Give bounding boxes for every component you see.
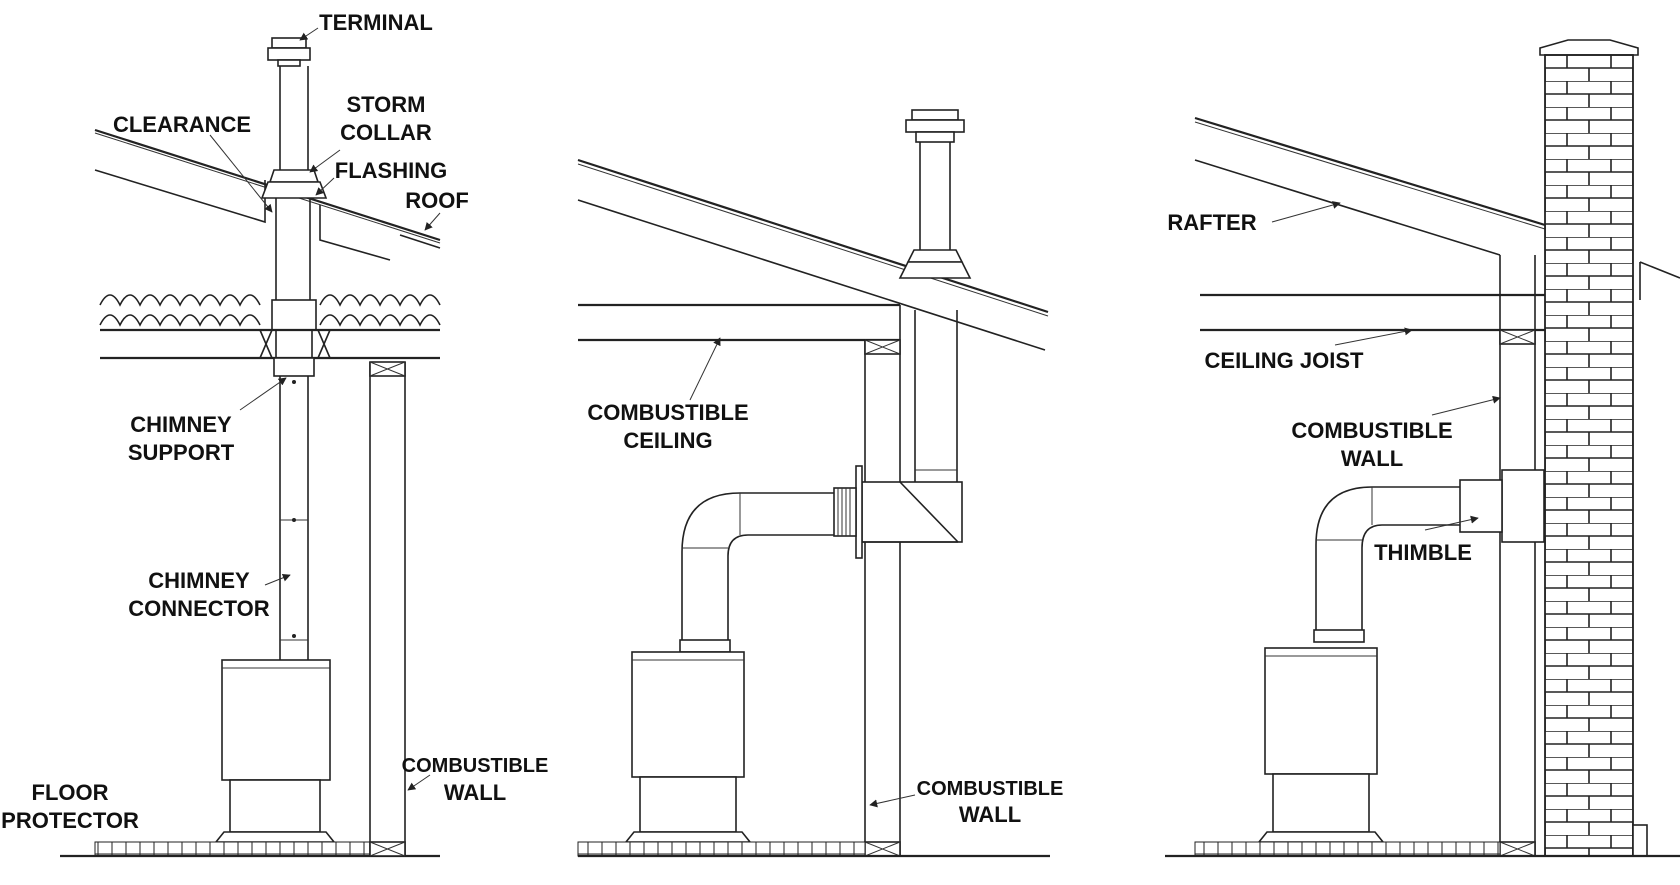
label-terminal: TERMINAL bbox=[319, 10, 433, 35]
stove bbox=[214, 659, 336, 843]
right-leaders bbox=[1271, 201, 1501, 531]
label-chimney-connector-1: CHIMNEY bbox=[148, 568, 250, 593]
label-chimney-support-2: SUPPORT bbox=[128, 440, 235, 465]
ceiling bbox=[100, 328, 440, 360]
label-roof: ROOF bbox=[405, 188, 469, 213]
ceiling-joist bbox=[1200, 293, 1545, 332]
chimney-upper bbox=[898, 109, 972, 482]
label-combustible-wall-1: COMBUSTIBLE bbox=[917, 778, 1064, 800]
combustible-ceiling bbox=[578, 303, 901, 342]
combustible-wall bbox=[369, 361, 406, 857]
floor-protector bbox=[94, 841, 406, 857]
rafter bbox=[1194, 116, 1546, 256]
label-combustible-wall-2: WALL bbox=[1341, 446, 1403, 471]
thimble bbox=[1459, 469, 1545, 543]
label-clearance: CLEARANCE bbox=[113, 112, 251, 137]
label-chimney-support-1: CHIMNEY bbox=[130, 412, 232, 437]
label-combustible-ceiling-2: CEILING bbox=[623, 428, 712, 453]
label-combustible-ceiling-1: COMBUSTIBLE bbox=[587, 400, 748, 425]
combustible-wall bbox=[1499, 255, 1536, 857]
label-floor-protector-2: PROTECTOR bbox=[1, 808, 139, 833]
label-combustible-wall-1: COMBUSTIBLE bbox=[402, 755, 549, 777]
label-thimble: THIMBLE bbox=[1374, 540, 1472, 565]
chimney-connector bbox=[1313, 486, 1460, 643]
floor-protector bbox=[577, 841, 866, 857]
insulation bbox=[99, 294, 441, 327]
masonry-chimney bbox=[1539, 39, 1680, 857]
label-combustible-wall-2: WALL bbox=[959, 802, 1021, 827]
combustible-wall bbox=[864, 339, 901, 857]
label-combustible-wall-2: WALL bbox=[444, 780, 506, 805]
right-panel: RAFTER CEILING JOIST COMBUSTIBLE WALL TH… bbox=[1165, 39, 1680, 858]
middle-leaders bbox=[689, 337, 916, 808]
roof bbox=[577, 158, 1049, 351]
terminal-cap bbox=[267, 37, 311, 67]
stove bbox=[624, 651, 752, 843]
label-rafter: RAFTER bbox=[1167, 210, 1256, 235]
tee-and-bracket bbox=[855, 465, 963, 559]
label-flashing: FLASHING bbox=[335, 158, 447, 183]
chimney-connector bbox=[279, 376, 309, 660]
label-chimney-connector-2: CONNECTOR bbox=[128, 596, 269, 621]
chimney-support-bracket bbox=[273, 357, 315, 377]
left-panel: TERMINAL CLEARANCE STORM COLLAR FLASHING… bbox=[1, 10, 549, 858]
label-storm: STORM bbox=[346, 92, 425, 117]
label-combustible-wall-1: COMBUSTIBLE bbox=[1291, 418, 1452, 443]
label-floor-protector-1: FLOOR bbox=[32, 780, 109, 805]
label-ceiling-joist: CEILING JOIST bbox=[1205, 348, 1364, 373]
middle-panel: COMBUSTIBLE CEILING COMBUSTIBLE WALL bbox=[577, 109, 1064, 858]
chimney-connector bbox=[679, 487, 857, 653]
floor-protector bbox=[1194, 841, 1501, 857]
chimney-pipe-upper bbox=[260, 66, 328, 361]
left-leaders bbox=[209, 27, 441, 791]
label-collar: COLLAR bbox=[340, 120, 432, 145]
stove bbox=[1257, 647, 1385, 843]
